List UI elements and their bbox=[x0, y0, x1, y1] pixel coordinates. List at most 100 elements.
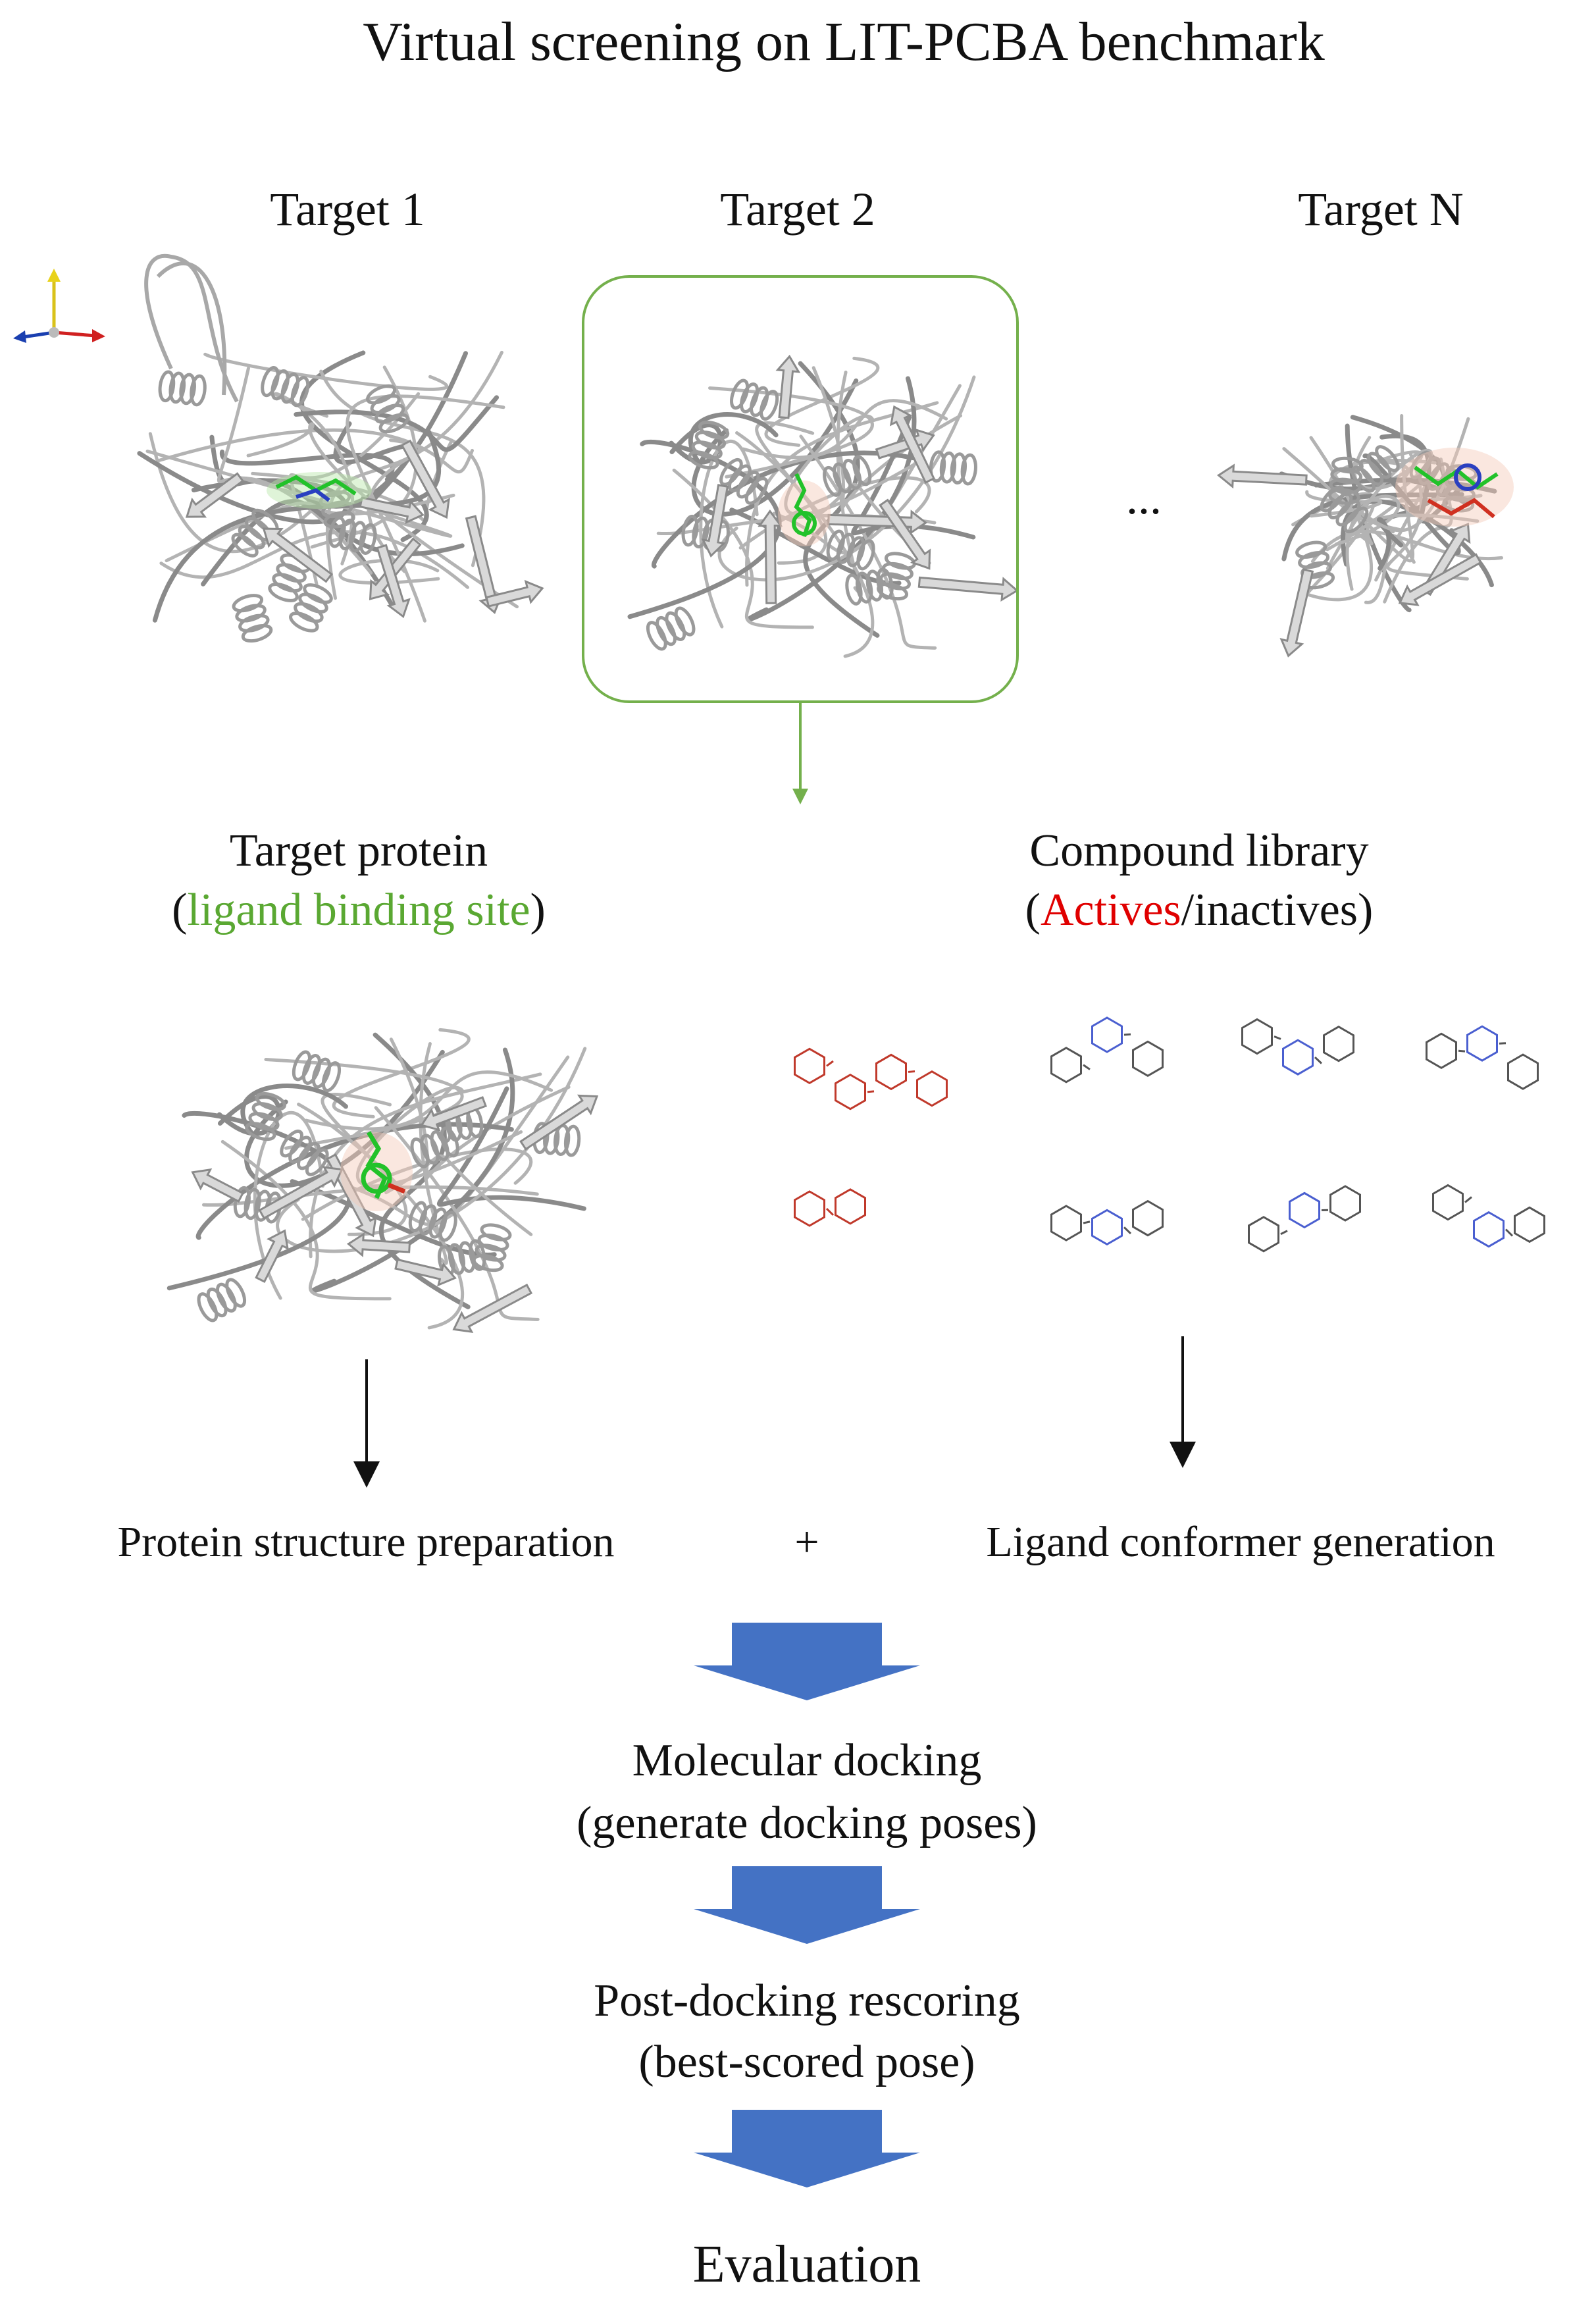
figure-title: Virtual screening on LIT-PCBA benchmark bbox=[363, 11, 1325, 72]
beta-strand bbox=[191, 1168, 244, 1203]
helix-coil bbox=[410, 1126, 459, 1168]
helix-coil bbox=[532, 1122, 581, 1157]
beta-strand bbox=[262, 527, 333, 583]
ribbon-segment bbox=[355, 1086, 523, 1188]
ribbon-segment bbox=[1300, 436, 1374, 602]
compound-structure bbox=[1050, 1199, 1164, 1246]
ribbon-segment bbox=[346, 394, 505, 623]
compound-structure bbox=[1050, 1016, 1164, 1084]
beta-strand bbox=[917, 576, 1019, 602]
beta-strand bbox=[420, 1096, 488, 1132]
ribbon-segment bbox=[203, 352, 448, 391]
ribbon-segment bbox=[144, 253, 239, 403]
helix-coil bbox=[408, 1201, 457, 1242]
ribbon-segment bbox=[326, 350, 503, 600]
helix-coil bbox=[730, 379, 779, 421]
beta-strand bbox=[376, 544, 411, 618]
ribbon-segment bbox=[419, 1041, 448, 1265]
compound-structure bbox=[1426, 1025, 1539, 1090]
helix-coil bbox=[245, 1092, 286, 1141]
actives-text: Actives bbox=[1040, 885, 1181, 935]
ribbon-segment bbox=[148, 432, 313, 554]
bound-ligand-binding-site bbox=[340, 1131, 413, 1211]
beta-strand bbox=[485, 579, 544, 608]
ribbon-segment bbox=[319, 369, 486, 567]
ribbon-segment bbox=[627, 439, 782, 619]
ribbon-segment bbox=[1305, 490, 1483, 504]
bound-ligand-target-1 bbox=[267, 472, 372, 509]
beta-strand bbox=[1279, 568, 1314, 658]
ribbon-segment bbox=[374, 1106, 540, 1321]
beta-strand bbox=[1217, 463, 1308, 489]
ribbon-segment bbox=[808, 483, 931, 565]
compound-library-title: Compound library bbox=[1029, 825, 1369, 876]
compound-structure bbox=[794, 1188, 866, 1227]
docking-title: Molecular docking bbox=[632, 1735, 982, 1786]
ribbon-segment bbox=[1350, 513, 1480, 546]
flow-arrow-2-icon bbox=[694, 1866, 920, 1944]
protein-structure-binding-site bbox=[167, 1028, 599, 1333]
targets-ellipsis: ... bbox=[1126, 471, 1162, 524]
beta-strand bbox=[369, 537, 422, 600]
protein-structure-target-n bbox=[1217, 414, 1503, 658]
compound-library-molecules bbox=[794, 1016, 1545, 1253]
ribbon-segment bbox=[1281, 492, 1464, 562]
helix-coil bbox=[232, 594, 273, 643]
target-protein-title: Target protein bbox=[229, 825, 488, 876]
flow-arrow-1-icon bbox=[694, 1623, 920, 1700]
ribbon-segment bbox=[1360, 417, 1470, 533]
protein-prep-label: Protein structure preparation bbox=[117, 1518, 615, 1566]
compound-library-subtitle: (Actives/inactives) bbox=[1025, 885, 1374, 935]
beta-strand bbox=[346, 1232, 411, 1257]
helix-coil bbox=[158, 370, 207, 407]
compound-structure bbox=[1432, 1184, 1545, 1248]
selected-target-arrowhead-icon bbox=[792, 789, 808, 804]
bound-ligand-target-2 bbox=[778, 473, 831, 546]
protein-structure-target-1 bbox=[137, 253, 544, 643]
beta-strand bbox=[258, 1166, 344, 1220]
helix-coil bbox=[268, 553, 311, 602]
helix-coil bbox=[292, 1050, 342, 1093]
ribbon-segment bbox=[294, 395, 500, 452]
ribbon-segment bbox=[384, 1154, 533, 1236]
rescoring-subtitle: (best-scored pose) bbox=[638, 2037, 975, 2087]
helix-coil bbox=[280, 1129, 329, 1176]
beta-strand bbox=[400, 439, 450, 519]
beta-strand bbox=[519, 1094, 599, 1151]
helix-coil bbox=[646, 606, 696, 651]
target-n-label: Target N bbox=[1298, 183, 1464, 236]
binding-site-text: ligand binding site bbox=[187, 885, 530, 935]
ligand-prep-label: Ligand conformer generation bbox=[986, 1518, 1495, 1566]
beta-strand bbox=[827, 510, 928, 535]
helix-coil bbox=[366, 384, 409, 434]
beta-strand bbox=[889, 405, 935, 484]
evaluation-label: Evaluation bbox=[692, 2236, 921, 2293]
flow-arrow-3-icon bbox=[694, 2110, 920, 2187]
docking-subtitle: (generate docking poses) bbox=[577, 1798, 1037, 1848]
target-protein-subtitle: (ligand binding site) bbox=[172, 885, 546, 935]
beta-strand bbox=[185, 472, 244, 518]
beta-strand bbox=[701, 484, 729, 558]
ribbon-segment bbox=[688, 412, 779, 464]
ribbon-segment bbox=[741, 399, 948, 459]
helix-coil bbox=[197, 1278, 247, 1322]
target-1-label: Target 1 bbox=[270, 183, 425, 236]
ribbon-segment bbox=[264, 1058, 464, 1150]
beta-strand bbox=[758, 510, 783, 604]
ribbon-segment bbox=[220, 449, 395, 482]
helix-coil bbox=[1351, 445, 1400, 493]
helix-coil bbox=[289, 583, 333, 633]
compound-structure bbox=[1248, 1185, 1361, 1253]
ribbon-segment bbox=[1386, 452, 1469, 581]
ribbon-segment bbox=[1377, 517, 1404, 571]
protein-structure-target-2 bbox=[627, 354, 1019, 658]
beta-strand bbox=[394, 1258, 457, 1287]
helix-coil bbox=[1327, 456, 1364, 505]
helix-coil bbox=[826, 529, 875, 571]
target-2-label: Target 2 bbox=[720, 183, 875, 236]
beta-strand bbox=[879, 498, 931, 570]
plus-sign: + bbox=[794, 1518, 819, 1566]
beta-strand bbox=[875, 428, 935, 459]
